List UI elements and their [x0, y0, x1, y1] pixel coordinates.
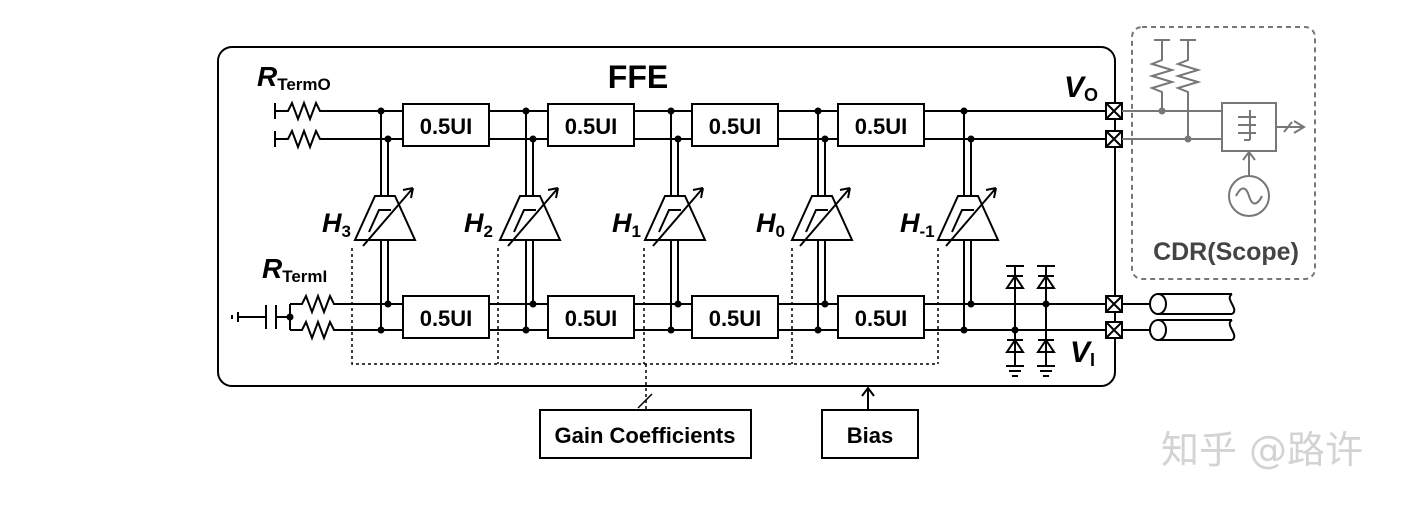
amp-h-1	[936, 187, 1000, 247]
esd-dots	[1011, 300, 1050, 334]
rterm-i-label: RTermI	[262, 253, 327, 286]
tap-label-h0: H0	[756, 208, 785, 241]
tap-label-h1: H1	[612, 208, 641, 241]
cdr-label: CDR(Scope)	[1153, 238, 1299, 266]
cdr-block	[1131, 26, 1316, 280]
tap-amplifiers	[353, 187, 1000, 247]
delay-cell-label: 0.5UI	[565, 306, 618, 331]
output-rails	[274, 100, 1110, 150]
watermark: 知乎 @路许	[1161, 428, 1363, 472]
gain-coefficients-label: Gain Coefficients	[555, 423, 736, 448]
amp-h0	[790, 187, 854, 247]
rterm-o-label: RTermO	[257, 61, 331, 94]
cdr-internals	[1122, 39, 1306, 217]
amp-h2	[498, 187, 562, 247]
tap-wires	[380, 111, 972, 330]
vi-label: VI	[1070, 336, 1095, 370]
cdr-dots	[1158, 107, 1192, 143]
bias-label: Bias	[847, 423, 893, 448]
delay-cell-label: 0.5UI	[420, 114, 473, 139]
ffe-title: FFE	[608, 59, 668, 95]
bias-arrow	[861, 386, 875, 410]
gain-coefficients-box	[539, 409, 752, 459]
top-delay-cells: 0.5UI 0.5UI 0.5UI 0.5UI	[402, 103, 925, 147]
junction-dots	[377, 107, 975, 334]
tap-label-h3: H3	[322, 208, 351, 241]
input-node	[286, 313, 294, 321]
bus-slash	[637, 393, 653, 409]
delay-cell-label: 0.5UI	[565, 114, 618, 139]
bottom-delay-cells: 0.5UI 0.5UI 0.5UI 0.5UI	[402, 295, 925, 339]
esd-diodes	[1005, 265, 1056, 377]
delay-cell-label: 0.5UI	[709, 114, 762, 139]
tap-label-h2: H2	[464, 208, 493, 241]
delay-cell-label: 0.5UI	[855, 306, 908, 331]
amp-h1	[643, 187, 707, 247]
control-wiring	[351, 248, 939, 410]
amp-h3	[353, 187, 417, 247]
ffe-block	[217, 46, 1116, 387]
vo-label: VO	[1064, 71, 1098, 105]
coax-cables	[1122, 293, 1236, 341]
bias-box	[821, 409, 919, 459]
delay-cell-label: 0.5UI	[855, 114, 908, 139]
delay-cell-label: 0.5UI	[420, 306, 473, 331]
tap-label-h-1: H-1	[900, 208, 935, 241]
delay-cell-label: 0.5UI	[709, 306, 762, 331]
